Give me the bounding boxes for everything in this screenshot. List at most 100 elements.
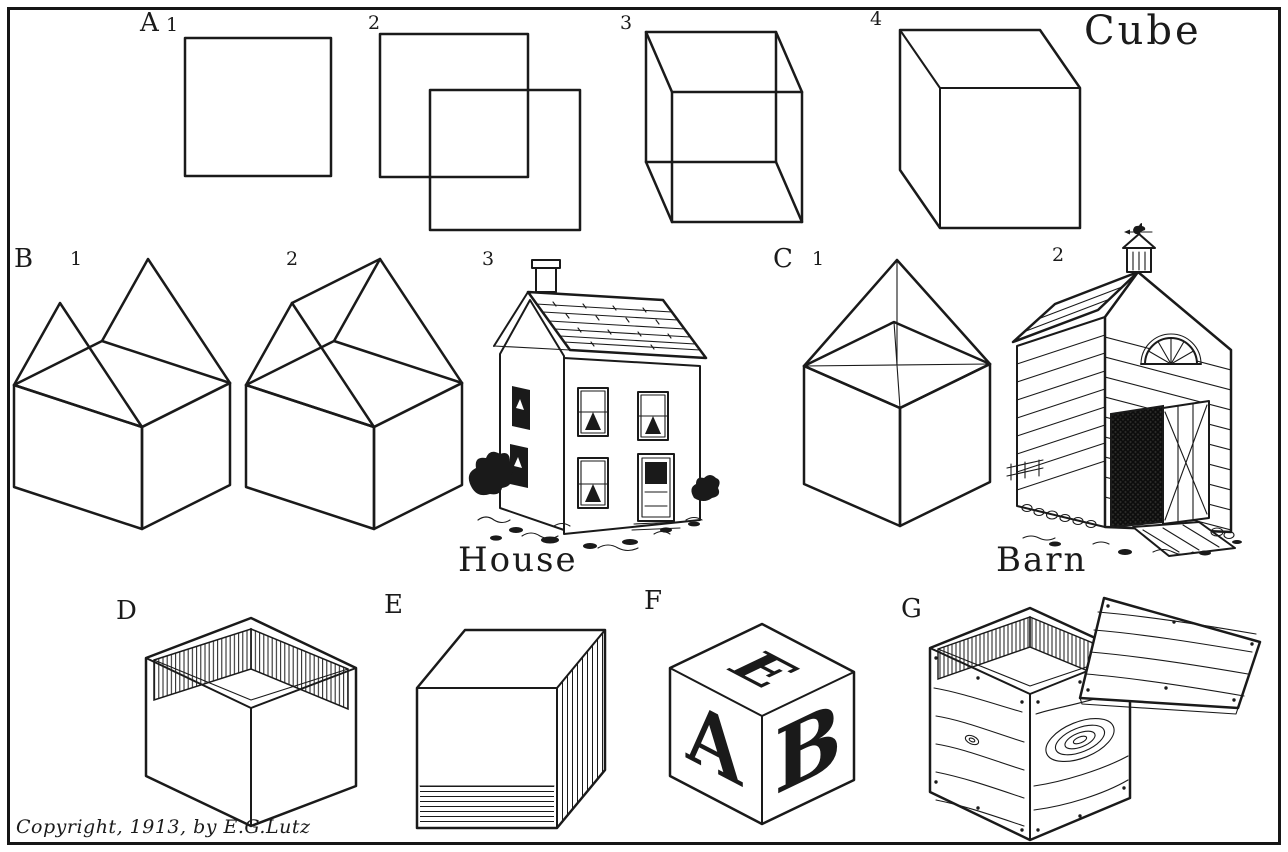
edge — [774, 30, 804, 94]
left-face — [802, 364, 902, 528]
chimney-body — [535, 267, 557, 293]
barn-ground — [1022, 535, 1242, 556]
shingle-lines — [535, 301, 701, 351]
top-face — [244, 339, 464, 429]
right-face — [372, 381, 464, 531]
figure-d-open-box — [140, 616, 360, 828]
step-a3-label: 3 — [620, 12, 633, 34]
lid-nails — [1086, 604, 1254, 702]
barn-roof — [1011, 270, 1140, 344]
crate-box — [928, 606, 1132, 842]
section-c-label: C — [773, 244, 793, 274]
back-face — [644, 30, 778, 164]
house-door — [631, 453, 681, 531]
figure-a3-wireframe-cube — [644, 30, 804, 224]
wood-grain-left — [933, 687, 1025, 827]
barn-fence — [1006, 459, 1044, 481]
step-b2-label: 2 — [286, 248, 299, 270]
step-a2-label: 2 — [368, 12, 381, 34]
step-a1-label: 1 — [166, 14, 179, 36]
edge — [644, 160, 674, 224]
gable-window-shade — [516, 399, 524, 410]
bush — [468, 451, 514, 496]
cube-silhouette — [898, 28, 1082, 230]
figure-e-open-front-box — [415, 624, 607, 832]
wood-grain-lid — [1085, 611, 1257, 697]
gable-triangle — [802, 258, 992, 368]
step-a4-label: 4 — [870, 8, 883, 30]
bush — [691, 475, 720, 501]
roof-ridge — [290, 257, 382, 305]
figure-f-alphabet-block: E A B — [658, 620, 868, 828]
edge — [644, 30, 674, 94]
back-gable-guide — [100, 257, 232, 385]
window — [637, 391, 669, 441]
figure-a4-cube — [898, 28, 1082, 230]
inner-back-wall — [250, 627, 349, 711]
step-c2-label: 2 — [1052, 244, 1065, 266]
figure-b3-house — [458, 258, 720, 558]
siding-lines — [1016, 334, 1106, 491]
barn-side-wall — [1016, 316, 1106, 528]
front-square — [428, 88, 582, 232]
house-chimney — [531, 259, 561, 293]
inner-floor — [420, 786, 554, 825]
left-face — [12, 383, 144, 531]
front-face — [670, 90, 804, 224]
lid-edge-thickness — [1079, 697, 1239, 715]
house-roof — [493, 290, 708, 360]
barn-door — [1162, 400, 1210, 525]
ground-strokes — [477, 516, 703, 552]
wood-grain-right — [1033, 685, 1129, 811]
barn-cupola — [1122, 223, 1156, 273]
section-f-label: F — [644, 586, 663, 616]
figure-c2-barn — [1003, 222, 1243, 557]
section-e-label: E — [384, 590, 403, 620]
window — [577, 457, 609, 509]
figure-g-wooden-crate — [922, 590, 1267, 842]
edge — [899, 29, 941, 89]
house-caption: House — [458, 540, 578, 580]
plate-border — [7, 7, 1281, 845]
barn-ramp — [1132, 521, 1236, 557]
back-square — [378, 32, 530, 179]
front-gable — [244, 301, 376, 429]
right-face — [140, 381, 232, 531]
edge — [774, 160, 804, 224]
window — [577, 387, 609, 437]
barn-foundation — [1021, 503, 1235, 540]
barn-louver-window — [1140, 333, 1202, 365]
section-d-label: D — [116, 596, 137, 626]
section-g-label: G — [901, 594, 922, 624]
eave-edge — [493, 345, 571, 351]
barn-door-opening — [1110, 404, 1164, 529]
figure-b1-cube-with-gable-guides — [8, 253, 236, 533]
figure-c1-barn-construction — [798, 248, 998, 528]
gable-window-shade — [514, 457, 522, 468]
step-b3-label: 3 — [482, 248, 495, 270]
roof-gable-edge — [493, 291, 529, 347]
top-face — [12, 339, 232, 429]
house-ground — [468, 451, 720, 552]
house-gable-wall — [499, 299, 565, 531]
right-face — [898, 362, 992, 528]
figure-a1-square — [183, 36, 333, 178]
chimney-cap — [531, 259, 561, 269]
step-c1-label: 1 — [812, 248, 825, 270]
figure-a2-overlapping-squares — [378, 32, 582, 232]
back-gable — [332, 257, 464, 385]
crate-lid — [1078, 596, 1262, 715]
copyright-line: Copyright, 1913, by E.G.Lutz — [16, 816, 311, 838]
section-b-label: B — [14, 244, 34, 274]
lid-panel — [1078, 596, 1262, 710]
weathervane-rooster — [1124, 223, 1153, 236]
door-step — [631, 521, 681, 531]
inner-right-wall — [557, 630, 605, 828]
front-gable-guide — [12, 301, 144, 429]
inner-rim-front — [153, 659, 349, 701]
figure-b2-house-form — [240, 253, 468, 533]
left-face — [244, 383, 376, 531]
square-outline — [183, 36, 333, 178]
plate-title: Cube — [1084, 8, 1202, 54]
barn-caption: Barn — [996, 540, 1088, 580]
